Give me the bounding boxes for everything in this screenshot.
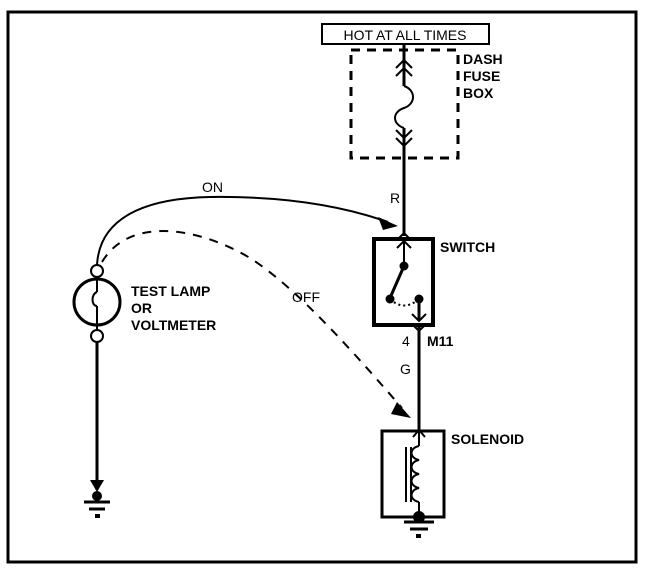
- solenoid-label: SOLENOID: [451, 431, 524, 447]
- solenoid-box: [380, 429, 446, 519]
- wire-color-label-r: R: [390, 190, 400, 206]
- switch-label: SWITCH: [440, 239, 495, 255]
- probe-on-path: ON: [96, 179, 398, 266]
- ground-icon: [404, 511, 434, 538]
- tester-label-line3: VOLTMETER: [131, 317, 216, 333]
- power-source-frame: [321, 23, 490, 45]
- connector-m11: 4 M11: [402, 323, 454, 349]
- solenoid-component: SOLENOID: [380, 428, 524, 519]
- ground-icon-tester: [84, 480, 110, 518]
- fuse-box-label-dash: DASH: [463, 51, 503, 67]
- switch-component: SWITCH: [372, 231, 495, 327]
- probe-off-path: OFF: [101, 230, 411, 418]
- fuse-icon: [394, 45, 414, 160]
- fuse-box-label-fuse: FUSE: [463, 68, 500, 84]
- connector-id-label: M11: [427, 333, 454, 349]
- fuse-box-label-box: BOX: [463, 85, 494, 101]
- tester-label-line1: TEST LAMP: [131, 283, 210, 299]
- switch-icon: [385, 261, 427, 323]
- probe-on-label: ON: [202, 179, 223, 195]
- power-source-label: HOT AT ALL TIMES: [344, 27, 467, 43]
- diagram-frame: [6, 10, 638, 564]
- test-lamp-icon: [72, 264, 122, 490]
- probe-off-label: OFF: [292, 289, 320, 305]
- dash-fuse-box: DASH FUSE BOX: [349, 48, 503, 160]
- power-source-label-box: HOT AT ALL TIMES: [321, 23, 490, 45]
- wire-color-label-g: G: [400, 361, 411, 377]
- connector-pin-label: 4: [402, 333, 410, 349]
- tester-label-line2: OR: [131, 300, 152, 316]
